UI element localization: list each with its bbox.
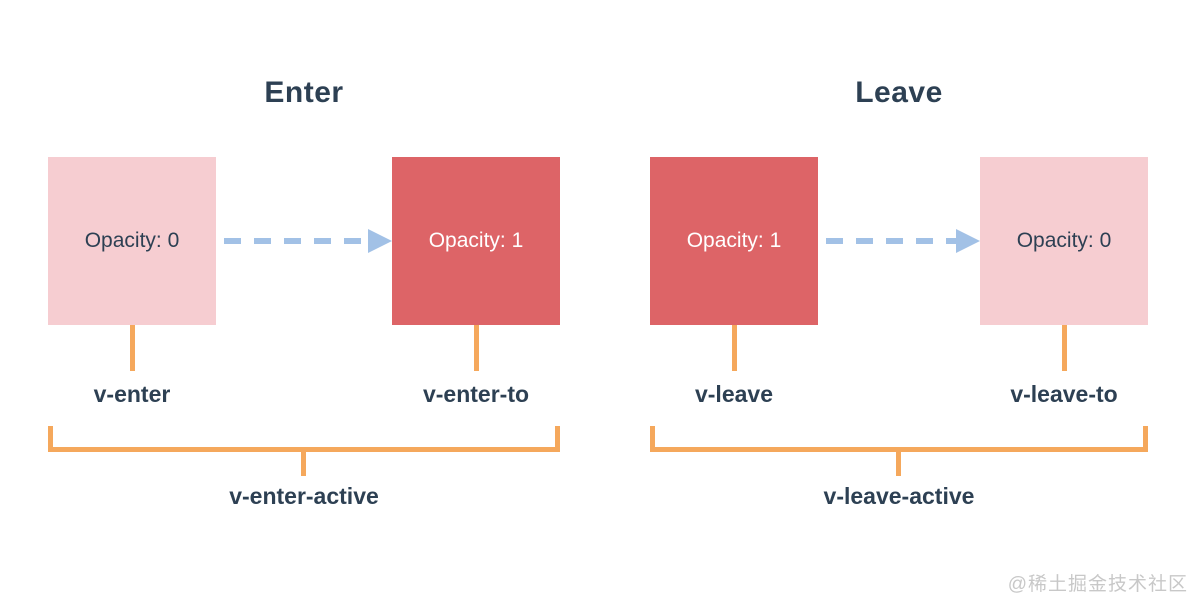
leave-active-bracket (650, 426, 1148, 452)
connector-line (474, 325, 479, 371)
leave-end-state-box: Opacity: 0 (980, 157, 1148, 325)
class-label-v-leave-to: v-leave-to (1010, 381, 1118, 407)
opacity-value-label: Opacity: 0 (84, 229, 180, 252)
watermark: @稀土掘金技术社区 (1007, 574, 1188, 595)
enter-start-state-box: Opacity: 0 (48, 157, 216, 325)
enter-transition-arrow-icon (224, 229, 392, 253)
enter-end-state-box: Opacity: 1 (392, 157, 560, 325)
connector-line (130, 325, 135, 371)
class-label-v-enter: v-enter (93, 381, 171, 407)
opacity-value-label: Opacity: 1 (686, 229, 782, 252)
class-label-v-enter-to: v-enter-to (422, 381, 530, 407)
class-label-v-leave-active: v-leave-active (823, 483, 975, 509)
leave-start-state-box: Opacity: 1 (650, 157, 818, 325)
enter-section-title: Enter (264, 76, 344, 109)
opacity-value-label: Opacity: 1 (428, 229, 524, 252)
connector-line (732, 325, 737, 371)
enter-active-bracket (48, 426, 560, 452)
connector-line (1062, 325, 1067, 371)
opacity-value-label: Opacity: 0 (1016, 229, 1112, 252)
class-label-v-leave: v-leave (694, 381, 773, 407)
leave-transition-arrow-icon (826, 229, 980, 253)
class-label-v-enter-active: v-enter-active (229, 483, 379, 509)
enter-active-bracket-stem (301, 451, 306, 476)
leave-active-bracket-stem (896, 451, 901, 476)
leave-section-title: Leave (855, 76, 943, 109)
